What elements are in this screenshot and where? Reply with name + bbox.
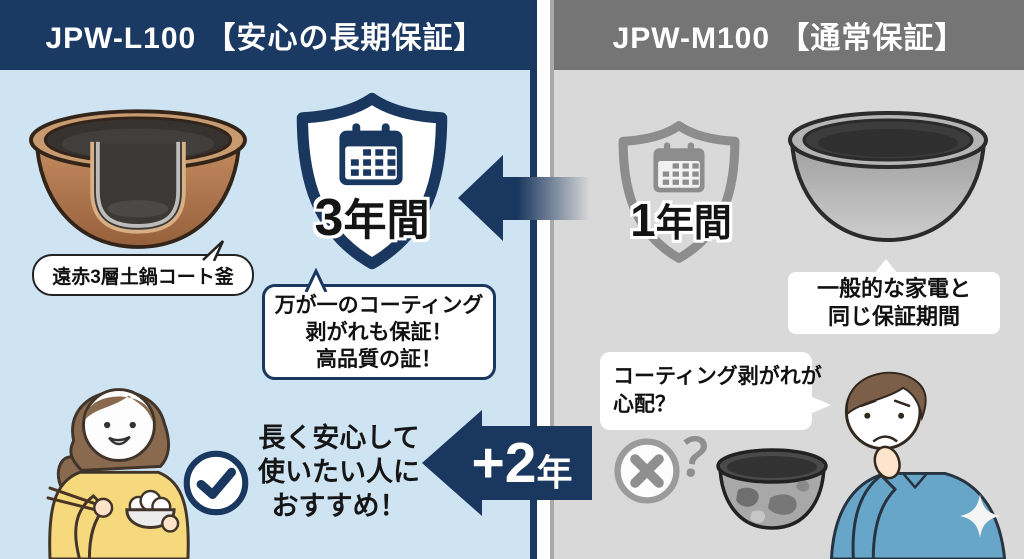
silver-pot-illustration [788, 111, 988, 242]
sparkle-icon [960, 494, 1000, 538]
thinking-man-illustration [829, 371, 1007, 559]
right-header-title: JPW-M100 【通常保証】 [612, 22, 966, 55]
pot-caption-text: 遠赤3層土鍋コート釜 [52, 266, 234, 288]
warranty-note-line: 高品質の証！ [316, 347, 442, 371]
worn-pot-illustration [716, 448, 828, 530]
left-header-title: JPW-L100 【安心の長期保証】 [45, 22, 485, 55]
caption-tail [874, 259, 898, 274]
recommendation-line: 使いたい人に [258, 457, 420, 487]
pot-caption-bubble: 遠赤3層土鍋コート釜 [32, 240, 254, 296]
warranty-years-unit: 年間 [655, 203, 732, 245]
worry-speech-bubble: コーティング剥がれが 心配？ [600, 352, 831, 430]
panel-divider-edge [550, 0, 554, 559]
warranty-years-number: 1 [630, 194, 656, 246]
left-header-banner: JPW-L100 【安心の長期保証】 [0, 0, 530, 70]
warranty-years-unit: 年間 [343, 197, 430, 245]
calendar-icon [339, 123, 403, 186]
panel-divider-gap [537, 0, 550, 559]
worry-line: 心配？ [613, 393, 676, 416]
checkmark-icon [183, 450, 249, 516]
transfer-arrow-icon [458, 155, 590, 241]
copper-pot-illustration [29, 109, 247, 249]
caption-tail [202, 240, 225, 261]
worry-line: コーティング剥がれが [613, 365, 822, 388]
recommendation-line: おすすめ！ [271, 491, 407, 521]
warranty-note-line: 万が一のコーティング [274, 293, 484, 317]
recommendation-text: 長く安心して 使いたい人に おすすめ！ [246, 421, 432, 523]
note-bubble-tail [304, 268, 328, 292]
warranty-note-bubble: 万が一のコーティング 剥がれも保証！ 高品質の証！ [262, 268, 496, 380]
warranty-note-line: 剥がれも保証！ [305, 320, 453, 344]
x-mark-icon [614, 438, 680, 504]
woman-eating-illustration [46, 388, 190, 559]
speech-bubble-tail [810, 396, 831, 414]
general-warranty-line: 同じ保証期間 [827, 304, 960, 329]
recommendation-line: 長く安心して [258, 423, 420, 453]
general-warranty-caption-bubble: 一般的な家電と 同じ保証期間 [788, 259, 1000, 334]
calendar-icon [653, 142, 705, 193]
panel-divider [530, 0, 537, 559]
right-header-banner: JPW-M100 【通常保証】 [554, 0, 1024, 70]
general-warranty-line: 一般的な家電と [816, 276, 971, 301]
bonus-years-number: +2 [471, 431, 537, 495]
warranty-years-number: 3 [314, 189, 344, 247]
bonus-years-unit: 年 [536, 452, 573, 493]
bonus-arrow-icon [422, 410, 592, 516]
